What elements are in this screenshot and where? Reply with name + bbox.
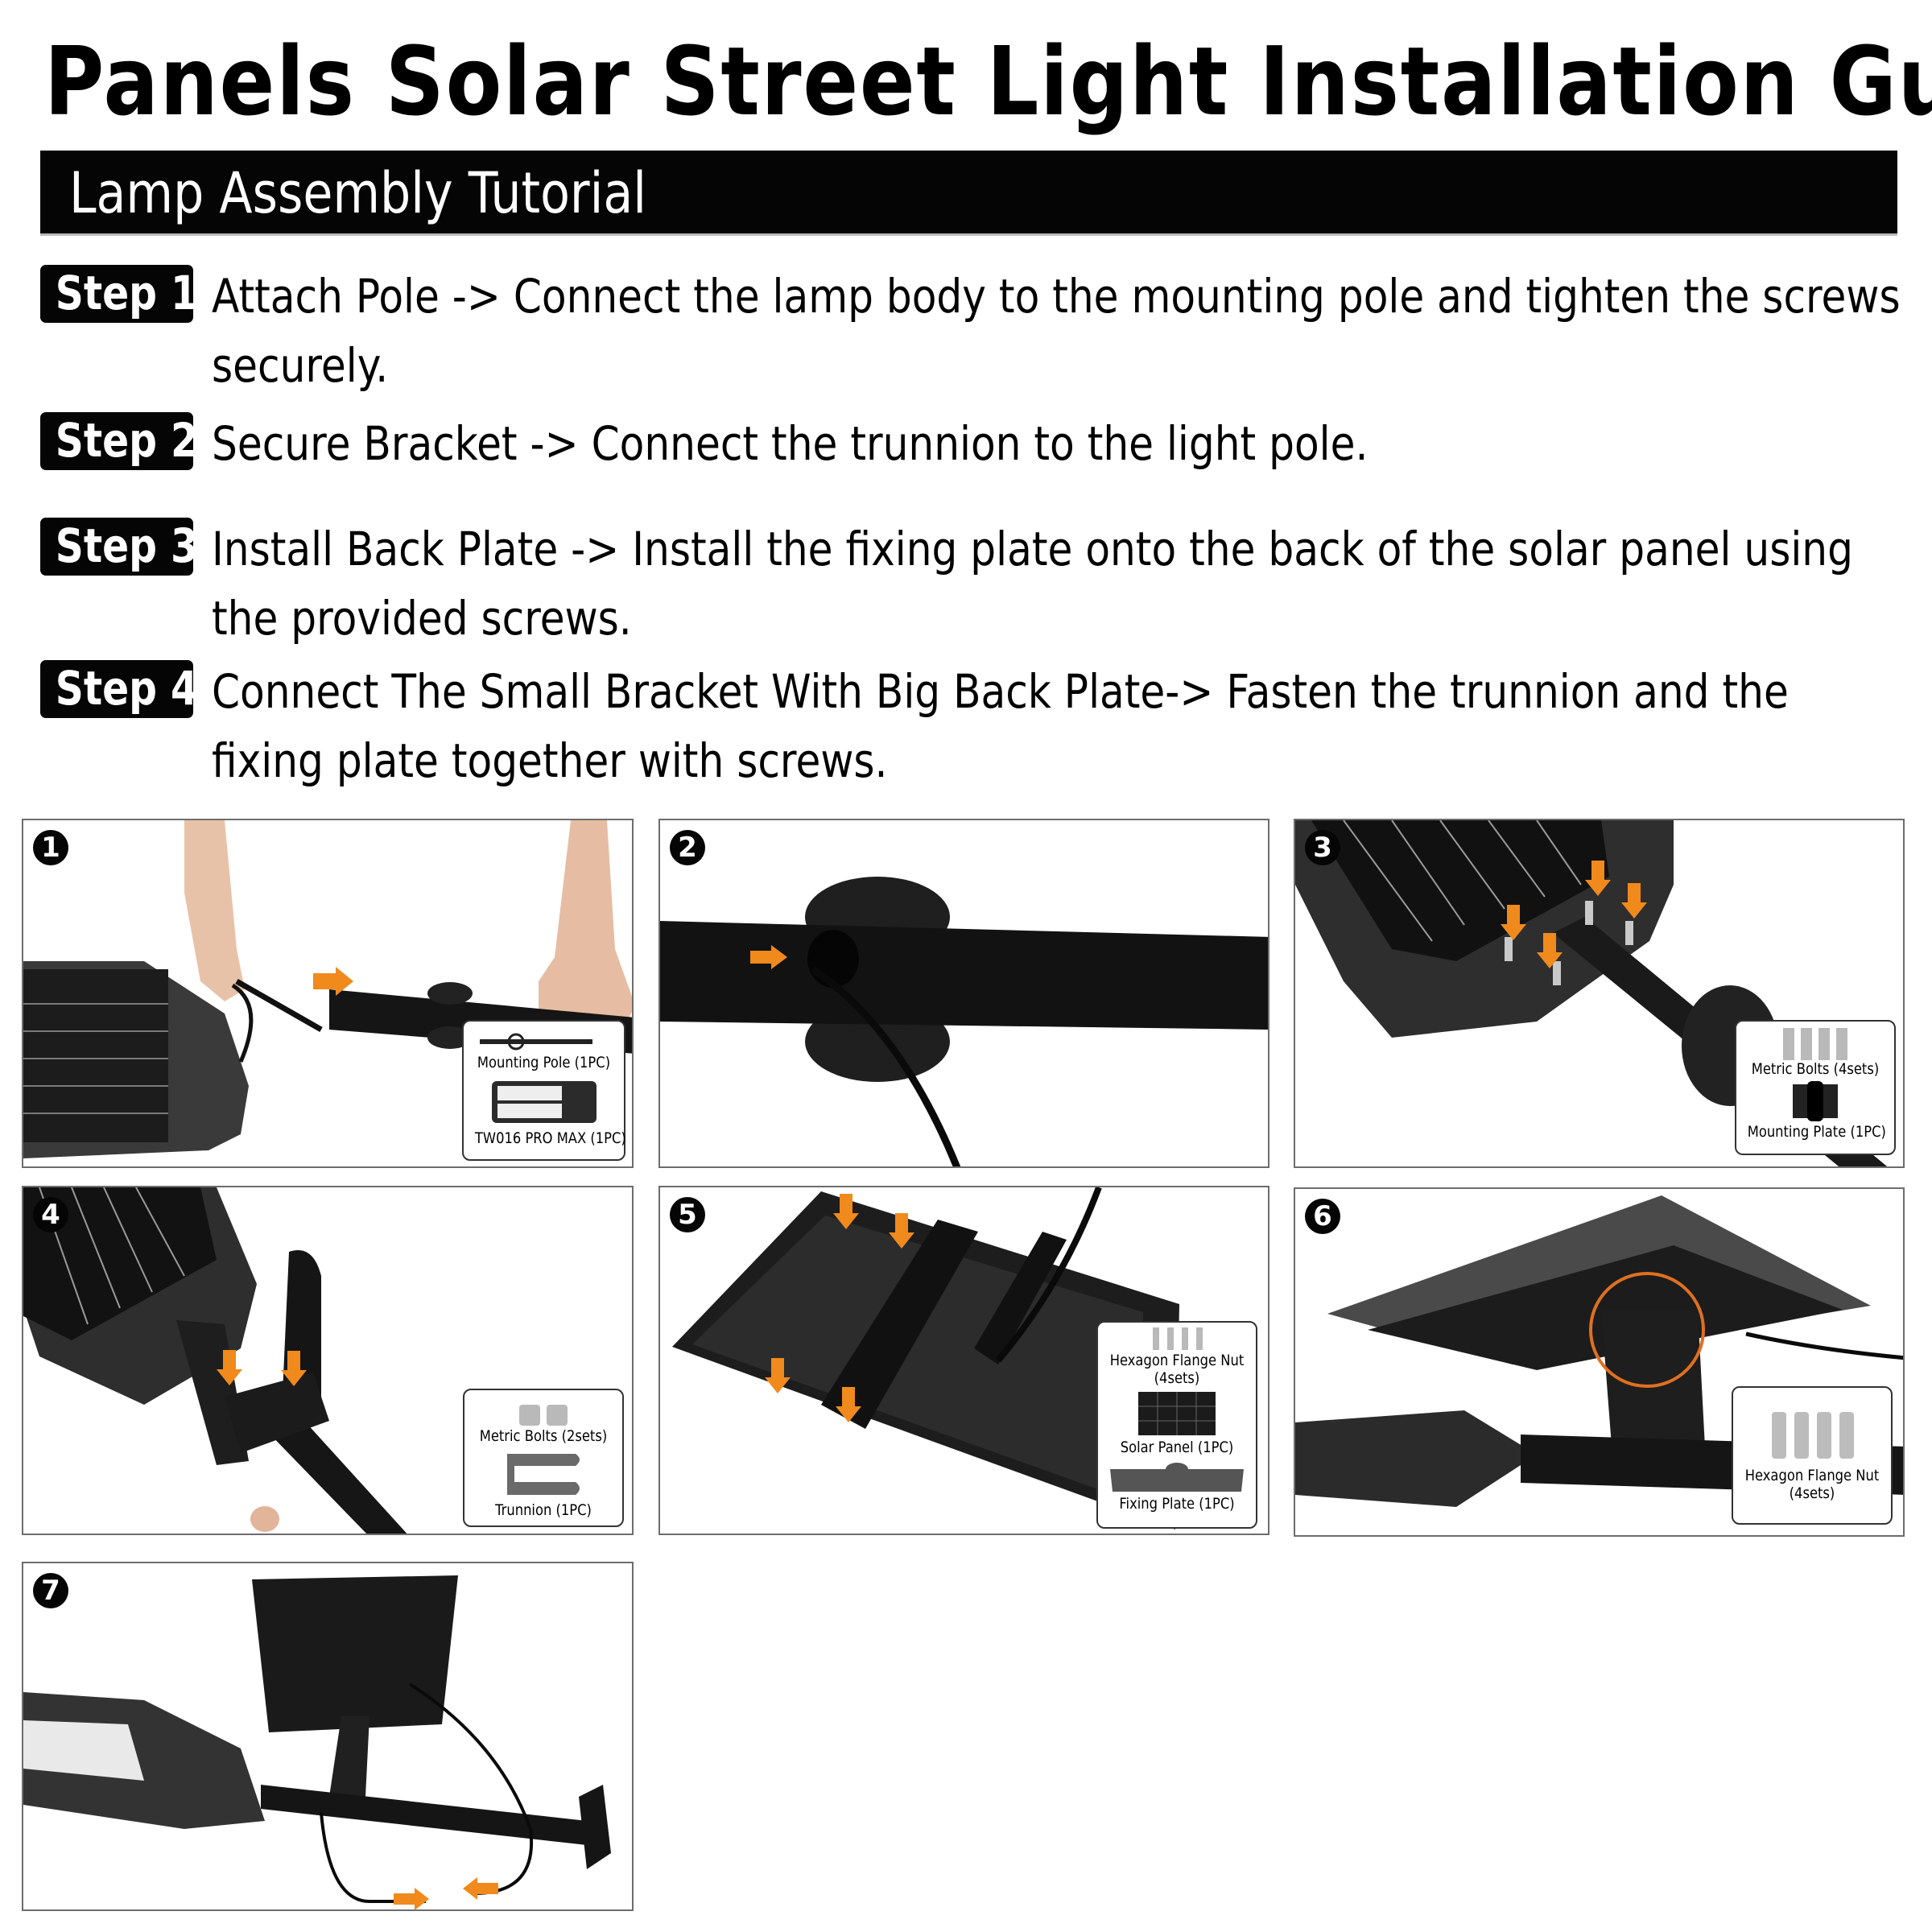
orange-arrow-icon	[1537, 933, 1563, 968]
mounting-pole-icon	[480, 1033, 592, 1051]
parts-legend: Metric Bolts (2sets) Trunnion (1PC)	[463, 1389, 624, 1527]
orange-arrow-icon	[1585, 861, 1611, 896]
part-label: Hexagon Flange Nut	[1744, 1467, 1880, 1484]
part-label: Trunnion (1PC)	[495, 1501, 592, 1519]
parts-legend: Metric Bolts (4sets) Mounting Plate (1PC…	[1735, 1020, 1896, 1155]
number-badge-icon: 2	[670, 830, 705, 865]
fixing-plate-icon	[1110, 1463, 1244, 1492]
orange-arrow-icon	[889, 1213, 914, 1249]
trunnion-icon	[507, 1454, 580, 1495]
orange-arrow-icon	[394, 1888, 429, 1909]
number-badge-icon: 4	[33, 1197, 68, 1232]
orange-arrow-icon	[1501, 905, 1526, 940]
step-badge: Step 2:	[40, 412, 193, 470]
section-header-bar: Lamp Assembly Tutorial	[40, 151, 1897, 236]
step-text: Install Back Plate -> Install the fixing…	[212, 522, 1853, 646]
step-1: Step 1: Attach Pole -> Connect the lamp …	[40, 265, 1908, 394]
panel-4: 4 Metric Bolts (2sets) Trunnion (1PC)	[22, 1186, 634, 1535]
flange-nut-icon	[1153, 1327, 1203, 1350]
orange-arrow-icon	[313, 967, 353, 996]
orange-arrow-icon	[836, 1387, 861, 1422]
step-badge: Step 4:	[40, 660, 193, 718]
panel-7: 7	[22, 1562, 634, 1911]
orange-arrow-icon	[463, 1877, 498, 1900]
part-label: Fixing Plate (1PC)	[1119, 1495, 1235, 1513]
panel-1: 1 Mounting Pole (1PC) TW016 PRO MAX	[22, 819, 634, 1168]
part-label: Metric Bolts (2sets)	[479, 1427, 608, 1445]
number-badge-icon: 5	[670, 1197, 705, 1232]
number-badge-icon: 1	[33, 830, 68, 865]
parts-legend: Mounting Pole (1PC) TW016 PRO MAX (1PC)	[462, 1020, 626, 1161]
bolt-icon	[519, 1405, 568, 1426]
page-title: Panels Solar Street Light Installation G…	[44, 26, 1932, 137]
parts-legend: Hexagon Flange Nut (4sets)	[1732, 1386, 1893, 1525]
solar-panel-icon	[1138, 1392, 1216, 1435]
number-badge-icon: 3	[1305, 830, 1340, 865]
step-2: Step 2: Secure Bracket -> Connect the tr…	[40, 412, 1908, 477]
orange-arrow-icon	[765, 1358, 791, 1393]
part-label: (4sets)	[1154, 1369, 1200, 1387]
orange-arrow-icon	[750, 945, 787, 969]
final-assembly-illustration	[23, 1575, 611, 1903]
solar-panel-back-illustration	[672, 1187, 1179, 1530]
panel-3: 3 Metric Bolts (4sets) Mounting Plate (1…	[1294, 819, 1905, 1168]
part-label: Solar Panel (1PC)	[1120, 1439, 1234, 1456]
panel-5: 5 Hexagon Flange Nut (4sets) Solar Panel…	[658, 1186, 1269, 1535]
number-badge-icon: 6	[1305, 1199, 1340, 1234]
panel-6: 6 Hexagon Flange Nut (4sets)	[1294, 1187, 1905, 1537]
bolt-icon	[1783, 1028, 1847, 1060]
part-label: (4sets)	[1789, 1484, 1835, 1502]
part-label: Hexagon Flange Nut	[1109, 1352, 1245, 1369]
trunnion-bracket-illustration	[23, 1187, 407, 1534]
flange-nut-icon	[1772, 1412, 1854, 1459]
section-title: Lamp Assembly Tutorial	[69, 160, 647, 226]
panel-2: 2	[658, 819, 1269, 1168]
step-4: Step 4: Connect The Small Bracket With B…	[40, 660, 1908, 789]
number-badge-icon: 7	[33, 1573, 68, 1608]
part-label: Mounting Pole (1PC)	[477, 1054, 611, 1071]
part-label: Metric Bolts (4sets)	[1751, 1060, 1880, 1078]
step-text: Secure Bracket -> Connect the trunnion t…	[212, 416, 1368, 471]
step-3: Step 3: Install Back Plate -> Install th…	[40, 518, 1908, 646]
orange-arrow-icon	[281, 1351, 307, 1386]
pole-trunnion-illustration	[660, 877, 1268, 1166]
orange-arrow-icon	[217, 1350, 242, 1385]
step-text: Connect The Small Bracket With Big Back …	[212, 664, 1789, 788]
mounting-plate-icon	[1793, 1081, 1838, 1121]
lamp-icon	[491, 1081, 597, 1123]
lamp-pole-illustration	[23, 820, 632, 1158]
step-badge: Step 3:	[40, 518, 193, 576]
orange-arrow-icon	[1621, 883, 1647, 919]
lamp-bolts-illustration	[1295, 820, 1888, 1166]
part-label: Mounting Plate (1PC)	[1747, 1123, 1886, 1141]
parts-legend: Hexagon Flange Nut (4sets) Solar Panel (…	[1096, 1321, 1257, 1529]
orange-arrow-icon	[833, 1194, 859, 1229]
step-badge: Step 1:	[40, 265, 193, 323]
step-text: Attach Pole -> Connect the lamp body to …	[212, 269, 1901, 393]
part-label: TW016 PRO MAX (1PC)	[474, 1129, 626, 1147]
